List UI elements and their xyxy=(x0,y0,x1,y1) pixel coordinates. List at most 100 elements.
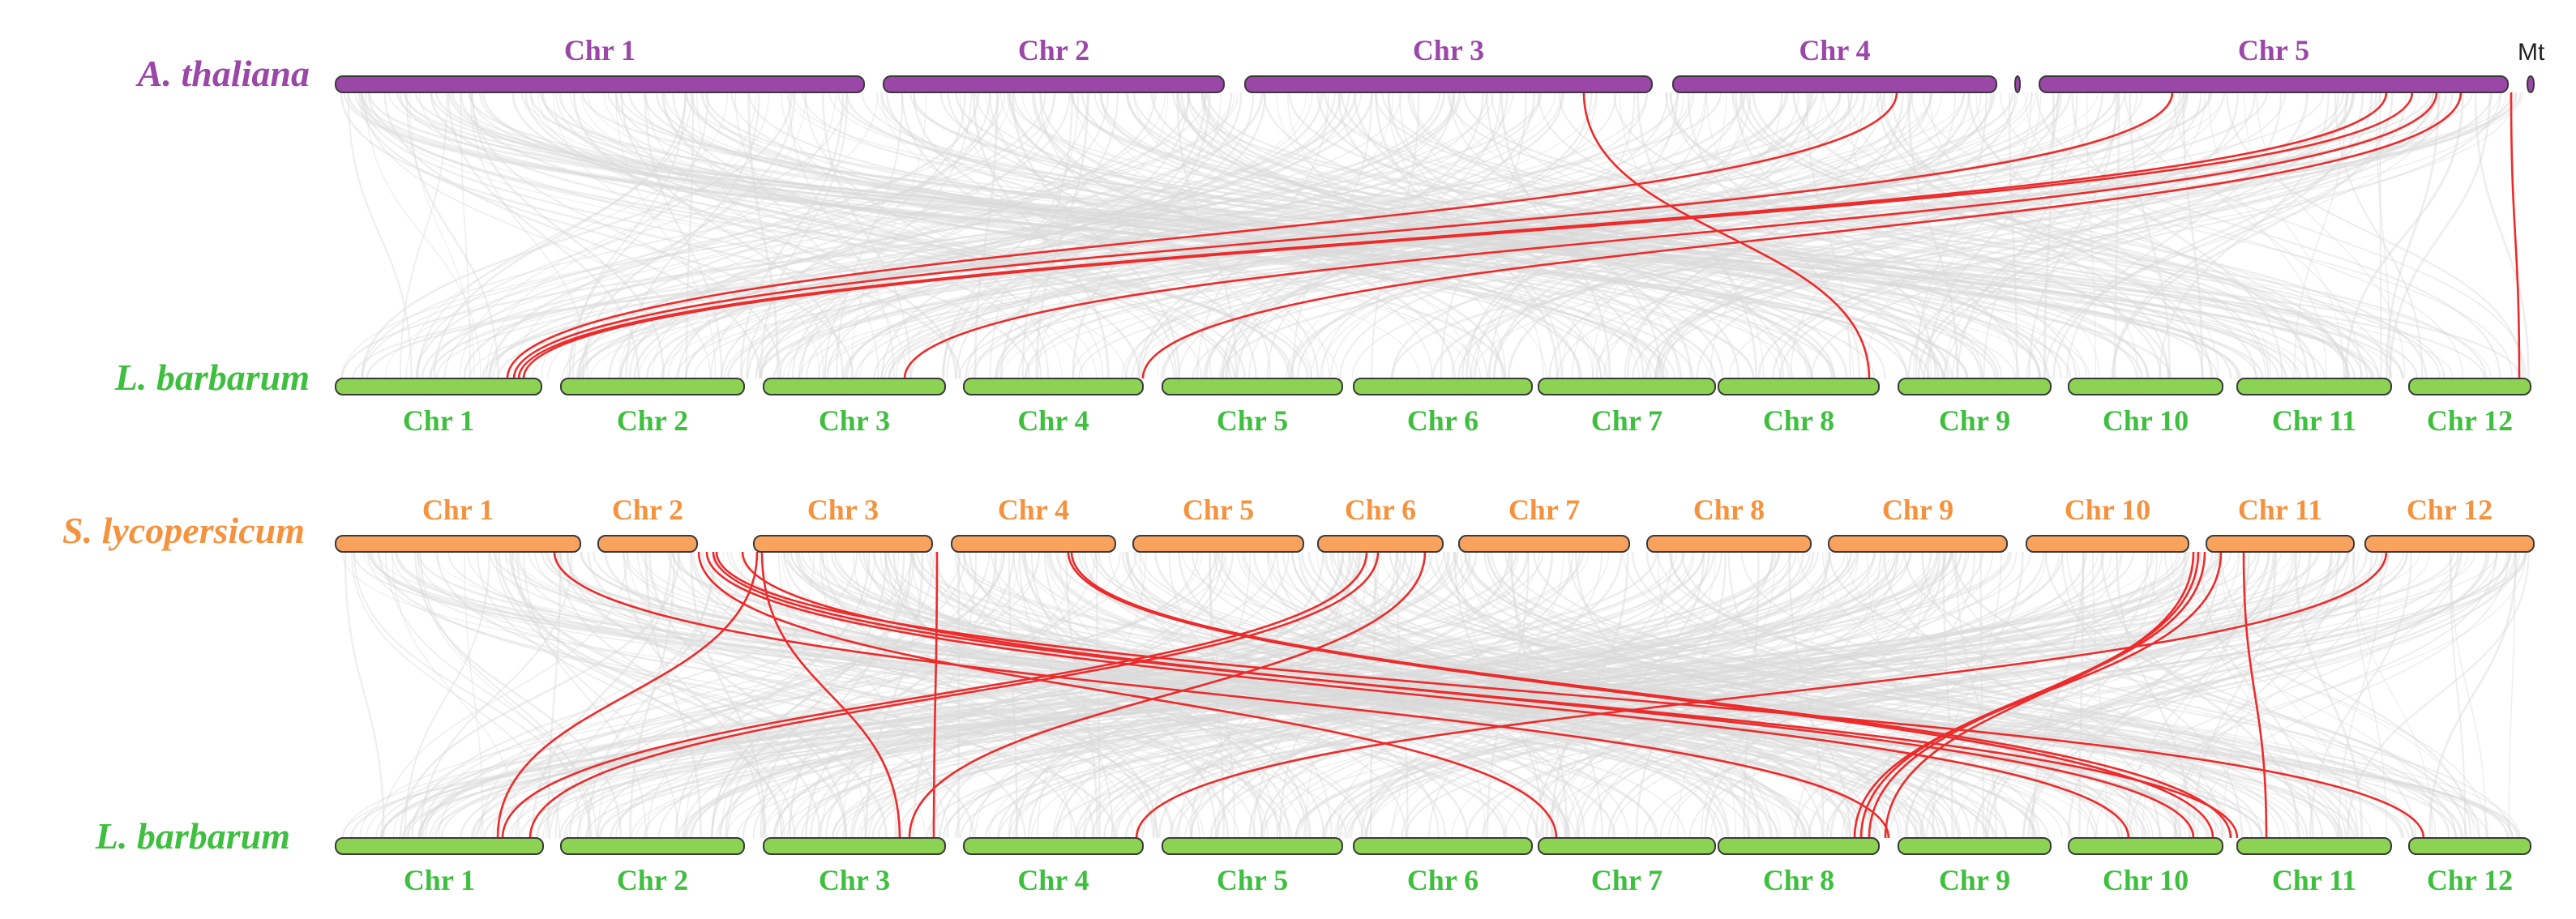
background-link xyxy=(566,551,2191,839)
background-link xyxy=(549,551,991,839)
background-link xyxy=(421,92,1541,379)
s-lycopersicum-chromosome-bar xyxy=(2206,535,2355,553)
background-link xyxy=(1319,92,1873,379)
background-link xyxy=(1160,92,2060,379)
background-link xyxy=(1030,551,1859,839)
background-link xyxy=(507,551,2187,839)
background-link xyxy=(2066,92,2283,379)
background-link xyxy=(1031,92,1433,379)
background-link xyxy=(1548,92,2017,379)
background-link xyxy=(354,92,1945,379)
background-link xyxy=(379,551,2320,839)
background-link xyxy=(1493,92,1885,379)
background-link xyxy=(451,92,2301,379)
background-link xyxy=(1453,551,1544,839)
background-link xyxy=(1033,92,1456,379)
background-link xyxy=(1180,92,1682,379)
background-link xyxy=(531,551,673,839)
background-link xyxy=(1387,92,1692,379)
background-link xyxy=(360,92,1309,379)
background-link xyxy=(1035,92,1089,379)
background-link xyxy=(1322,551,2150,839)
background-link xyxy=(340,92,1722,379)
background-link xyxy=(1952,92,2206,379)
background-link xyxy=(1391,92,1993,379)
background-link xyxy=(1932,551,2002,839)
background-link xyxy=(819,551,939,839)
background-link xyxy=(435,92,2184,379)
l-barbarum-chromosome-label: Chr 9 xyxy=(1939,864,2010,896)
background-link xyxy=(704,92,2072,379)
background-link xyxy=(742,551,1451,839)
background-link xyxy=(690,551,767,839)
background-link xyxy=(860,551,2202,839)
background-link xyxy=(1133,92,1602,379)
background-link xyxy=(726,551,1097,839)
background-link xyxy=(1882,551,2161,839)
background-link xyxy=(1213,551,1795,839)
background-link xyxy=(350,551,2221,839)
background-link xyxy=(547,551,562,839)
background-link xyxy=(2043,92,2055,379)
background-link xyxy=(1260,551,2469,839)
background-link xyxy=(1410,92,2087,379)
background-link xyxy=(392,551,520,839)
background-link xyxy=(1525,551,1967,839)
background-link xyxy=(1465,92,1679,379)
background-link xyxy=(1187,92,1790,379)
background-link xyxy=(1346,551,2512,839)
background-link xyxy=(755,92,1789,379)
background-link xyxy=(1065,551,1099,839)
background-link xyxy=(1316,551,1782,839)
background-link xyxy=(2066,551,2359,839)
background-link xyxy=(1488,92,1636,379)
background-link xyxy=(1024,551,1759,839)
background-link xyxy=(1263,92,1949,379)
background-link xyxy=(945,551,1810,839)
l-barbarum-chromosome-bar xyxy=(1538,837,1716,855)
highlighted-link xyxy=(1067,551,2214,839)
background-link xyxy=(1127,551,1772,839)
background-link xyxy=(1957,92,2120,379)
background-link xyxy=(576,92,1264,379)
background-link xyxy=(391,551,1347,839)
background-link xyxy=(1329,92,1799,379)
background-link xyxy=(2170,551,2475,839)
background-link xyxy=(589,92,2389,379)
background-link xyxy=(1669,551,2343,839)
background-link xyxy=(1298,551,2431,839)
background-link xyxy=(1126,92,1848,379)
background-link xyxy=(710,92,1055,379)
l-barbarum-chromosome-label: Chr 5 xyxy=(1217,404,1288,437)
background-link xyxy=(2346,551,2530,839)
background-link xyxy=(1196,92,1329,379)
background-link xyxy=(2194,551,2298,839)
background-link xyxy=(1154,551,1860,839)
highlighted-link xyxy=(1853,551,2223,839)
background-link xyxy=(720,92,1324,379)
background-link xyxy=(800,92,1090,379)
background-link xyxy=(786,551,1519,839)
s-lycopersicum-chromosome-label: Chr 9 xyxy=(1882,494,1953,526)
highlighted-link xyxy=(1141,92,2463,379)
background-link xyxy=(614,551,1459,839)
background-link xyxy=(837,551,1855,839)
background-link xyxy=(716,551,1819,839)
background-link xyxy=(2024,92,2271,379)
background-link xyxy=(791,92,1109,379)
background-link xyxy=(805,551,998,839)
background-link xyxy=(994,92,1649,379)
background-link xyxy=(1021,92,1782,379)
background-link xyxy=(1217,551,2008,839)
background-link xyxy=(399,551,681,839)
background-link xyxy=(2008,92,2018,379)
background-link xyxy=(1727,551,1851,839)
background-link xyxy=(844,92,1746,379)
l-barbarum-chromosome-bar xyxy=(2408,378,2531,395)
background-link xyxy=(1431,92,2350,379)
l-barbarum-chromosome-label: Chr 6 xyxy=(1407,864,1478,896)
background-link xyxy=(1865,92,2042,379)
background-link xyxy=(1772,92,2354,379)
l-barbarum-chromosome-bar xyxy=(1538,378,1716,395)
